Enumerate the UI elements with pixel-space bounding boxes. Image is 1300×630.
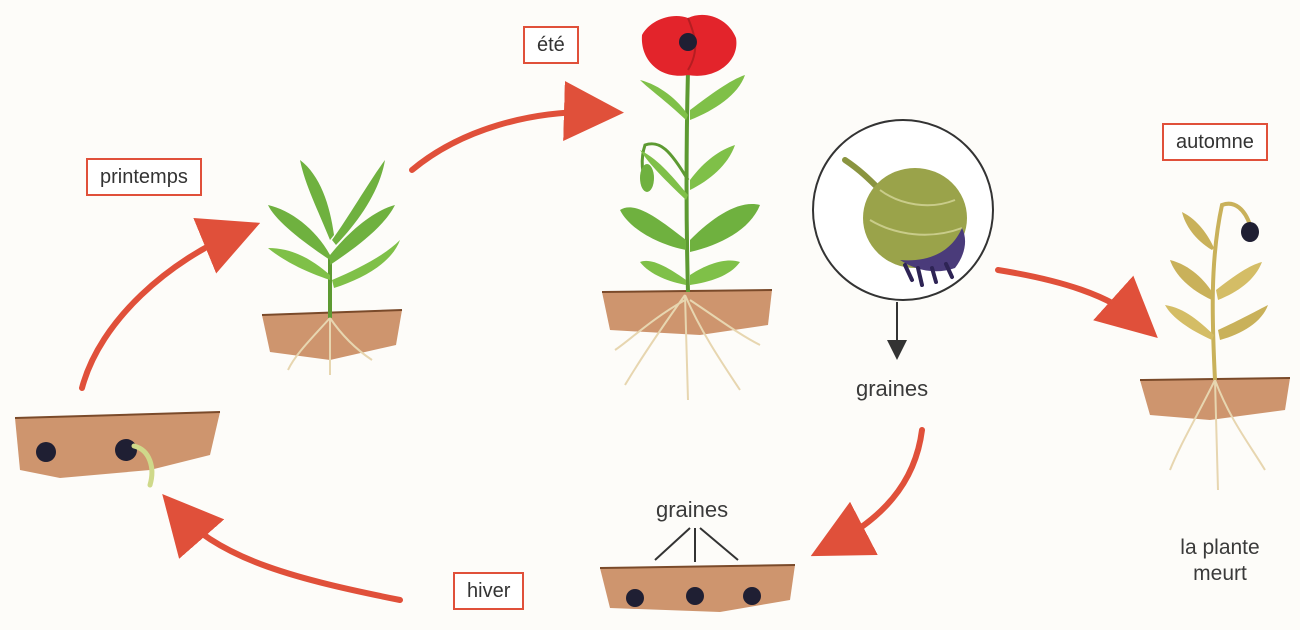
winter-seeds-soil bbox=[600, 528, 795, 612]
arrow-capsule-to-autumn bbox=[998, 270, 1140, 322]
summer-poppy bbox=[602, 15, 772, 400]
label-graines-ground: graines bbox=[656, 497, 728, 523]
label-hiver: hiver bbox=[453, 572, 524, 610]
caption-line-1: la plante bbox=[1160, 535, 1280, 561]
label-graines-capsule: graines bbox=[856, 376, 928, 402]
arrow-winter-to-spring bbox=[82, 232, 238, 388]
caption-line-2: meurt bbox=[1160, 561, 1280, 587]
arrow-spring-to-summer bbox=[412, 112, 600, 170]
label-automne: automne bbox=[1162, 123, 1268, 161]
germinating-seed-soil bbox=[15, 412, 220, 485]
caption-plant-dies: la plante meurt bbox=[1160, 535, 1280, 587]
seed-capsule-magnifier bbox=[813, 120, 993, 300]
label-ete: été bbox=[523, 26, 579, 64]
spring-seedling bbox=[262, 160, 402, 375]
arrow-winter-to-germination bbox=[178, 512, 400, 600]
label-printemps: printemps bbox=[86, 158, 202, 196]
autumn-dying-plant bbox=[1140, 204, 1290, 490]
arrow-seeds-to-ground bbox=[832, 430, 922, 545]
